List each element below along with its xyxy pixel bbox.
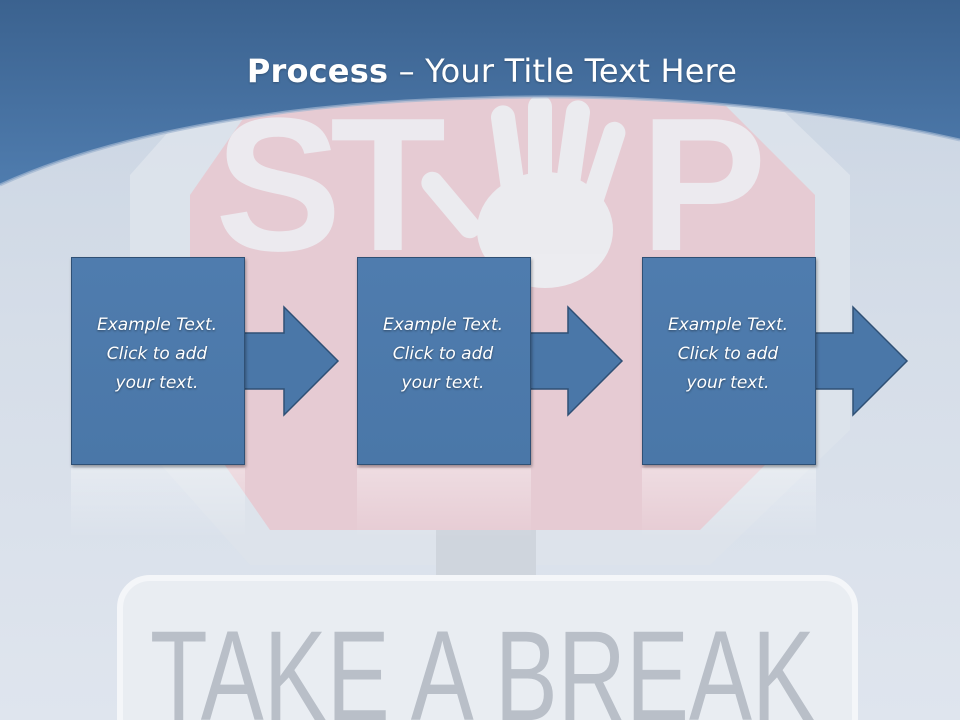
arrow-2 [527,305,624,417]
header-band [0,0,960,187]
step-3[interactable]: Example Text. Click to add your text. [642,257,816,465]
step-2[interactable]: Example Text. Click to add your text. [357,257,531,465]
step-3-box [642,257,816,465]
arrow-1 [243,305,340,417]
title-rest: – Your Title Text Here [388,52,738,90]
step-2-line-3: your text. [401,373,485,393]
step-1-line-1: Example Text. [96,315,218,335]
stop-letter-p: P [640,79,767,291]
step-1-line-3: your text. [115,373,199,393]
break-sign-board [117,575,858,720]
step-1[interactable]: Example Text. Click to add your text. [71,257,245,465]
slide-title[interactable]: Process – Your Title Text Here [0,52,960,90]
step-3-line-2: Click to add [677,344,779,364]
step-2-line-1: Example Text. [382,315,504,335]
step-3-text[interactable]: Example Text. Click to add your text. [642,311,814,398]
arrow-3 [812,305,909,417]
title-bold: Process [246,52,389,90]
step-2-text[interactable]: Example Text. Click to add your text. [357,311,529,398]
step-2-line-2: Click to add [392,344,494,364]
step-2-box [357,257,531,465]
break-sign-text: TAKE A BREAK [150,605,815,720]
step-1-box [71,257,245,465]
step-2-reflection [357,468,531,538]
step-1-line-2: Click to add [106,344,208,364]
step-3-reflection [642,468,816,538]
step-1-reflection [71,468,245,538]
step-1-text[interactable]: Example Text. Click to add your text. [71,311,243,398]
step-3-line-3: your text. [686,373,770,393]
step-3-line-1: Example Text. [667,315,789,335]
